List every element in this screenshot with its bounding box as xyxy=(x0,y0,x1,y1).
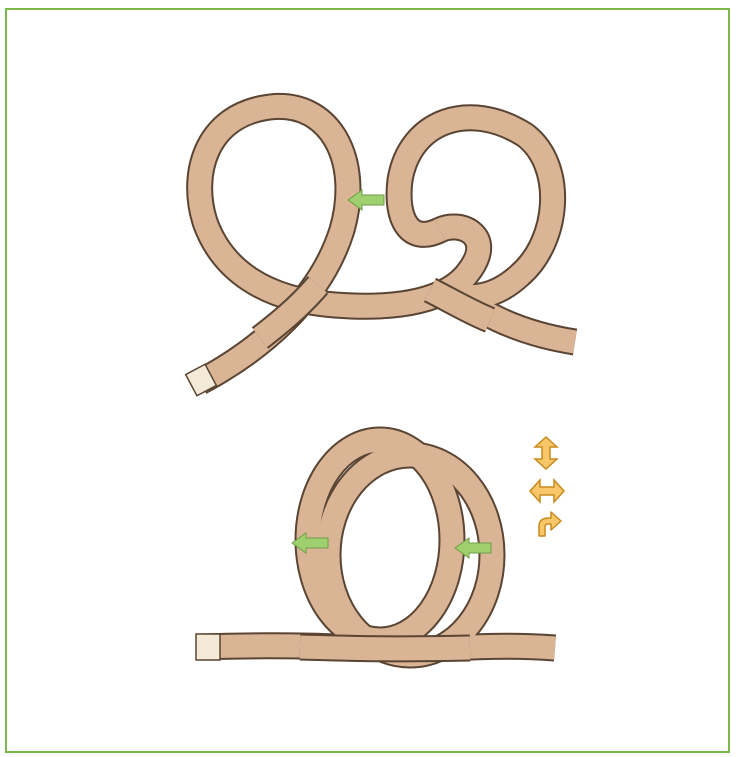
vertical-double-arrow-icon[interactable] xyxy=(535,437,557,469)
horizontal-double-arrow-icon[interactable] xyxy=(530,480,564,502)
step1-rope xyxy=(186,106,575,395)
curved-arrow-icon[interactable] xyxy=(539,512,561,536)
rope-end xyxy=(196,634,220,660)
step2-rope xyxy=(196,440,555,660)
